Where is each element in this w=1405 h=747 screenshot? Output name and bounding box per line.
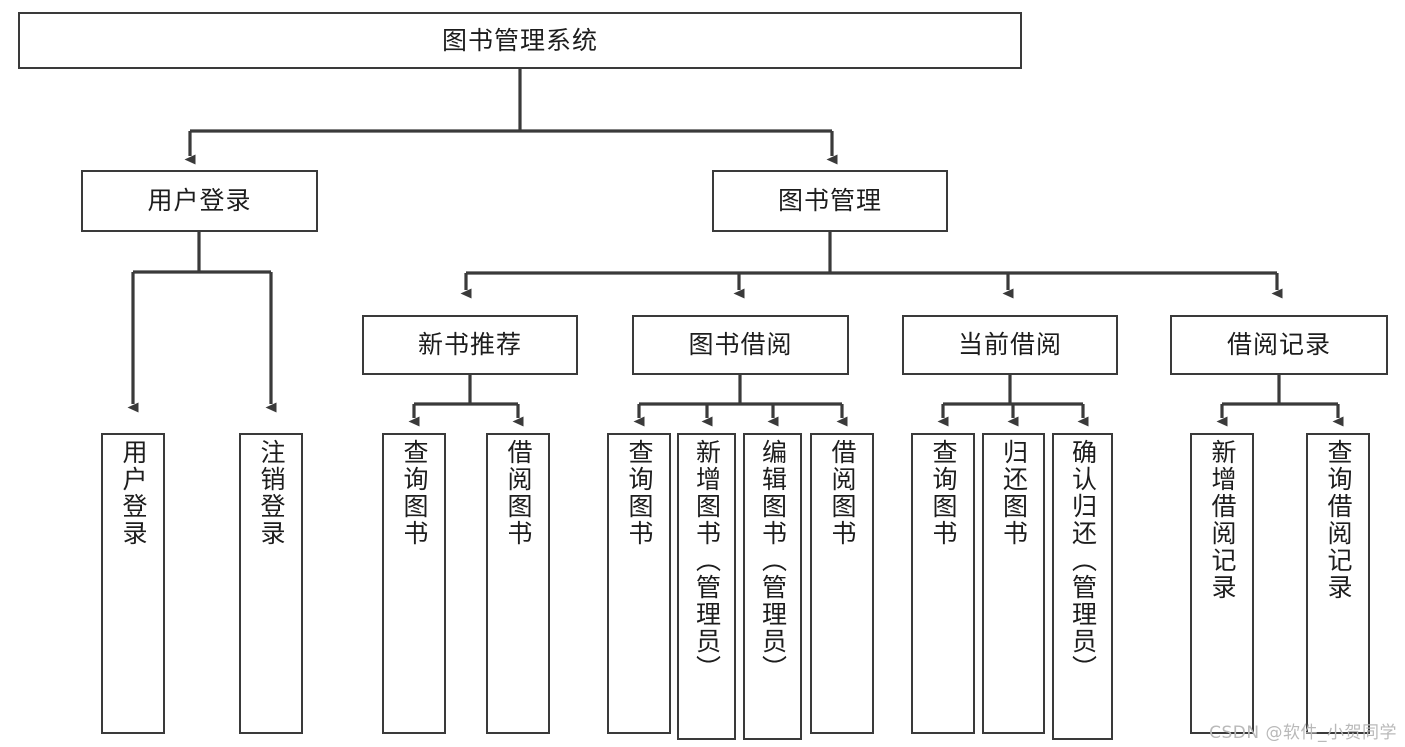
node-label: 图书借阅 (688, 330, 793, 360)
node-label: 借阅图书 (828, 439, 857, 547)
node-label: 查询借阅记录 (1324, 439, 1353, 601)
node-label: 借阅图书 (504, 439, 533, 547)
csdn-watermark: CSDN @软件_小贺同学 (1209, 723, 1397, 743)
leaf-borrow-book-borrow[interactable]: 借阅图书 (810, 433, 874, 734)
node-label: 新增借阅记录 (1208, 439, 1237, 601)
leaf-confirm-return-admin[interactable]: 确认归还（管理员） (1052, 433, 1113, 740)
node-label: 查询图书 (625, 439, 654, 547)
leaf-add-borrow-record[interactable]: 新增借阅记录 (1190, 433, 1254, 734)
node-label: 用户登录 (119, 439, 148, 547)
leaf-query-book-current[interactable]: 查询图书 (911, 433, 975, 734)
node-root-book-management-system[interactable]: 图书管理系统 (18, 12, 1022, 69)
node-label: 编辑图书（管理员） (758, 439, 788, 682)
node-label: 新书推荐 (417, 330, 522, 360)
leaf-edit-book-admin[interactable]: 编辑图书（管理员） (743, 433, 802, 740)
leaf-add-book-admin[interactable]: 新增图书（管理员） (677, 433, 736, 740)
leaf-borrow-book-recommend[interactable]: 借阅图书 (486, 433, 550, 734)
leaf-user-login[interactable]: 用户登录 (101, 433, 165, 734)
leaf-logout-login[interactable]: 注销登录 (239, 433, 303, 734)
node-new-book-recommend[interactable]: 新书推荐 (362, 315, 578, 375)
node-label: 图书管理系统 (441, 25, 598, 55)
node-label: 查询图书 (929, 439, 958, 547)
node-label: 当前借阅 (957, 330, 1062, 360)
leaf-return-book[interactable]: 归还图书 (982, 433, 1045, 734)
node-label: 借阅记录 (1226, 330, 1331, 360)
node-label: 查询图书 (400, 439, 429, 547)
node-borrow-record[interactable]: 借阅记录 (1170, 315, 1388, 375)
node-user-login[interactable]: 用户登录 (81, 170, 318, 232)
node-label: 注销登录 (257, 439, 286, 547)
node-book-management[interactable]: 图书管理 (712, 170, 948, 232)
node-book-borrow[interactable]: 图书借阅 (632, 315, 849, 375)
leaf-query-borrow-record[interactable]: 查询借阅记录 (1306, 433, 1370, 734)
node-label: 用户登录 (147, 186, 252, 216)
leaf-query-book-recommend[interactable]: 查询图书 (382, 433, 446, 734)
node-label: 确认归还（管理员） (1068, 439, 1098, 682)
leaf-query-book-borrow[interactable]: 查询图书 (607, 433, 671, 734)
node-label: 图书管理 (777, 186, 882, 216)
node-current-borrow[interactable]: 当前借阅 (902, 315, 1118, 375)
node-label: 归还图书 (999, 439, 1029, 547)
node-label: 新增图书（管理员） (692, 439, 722, 682)
